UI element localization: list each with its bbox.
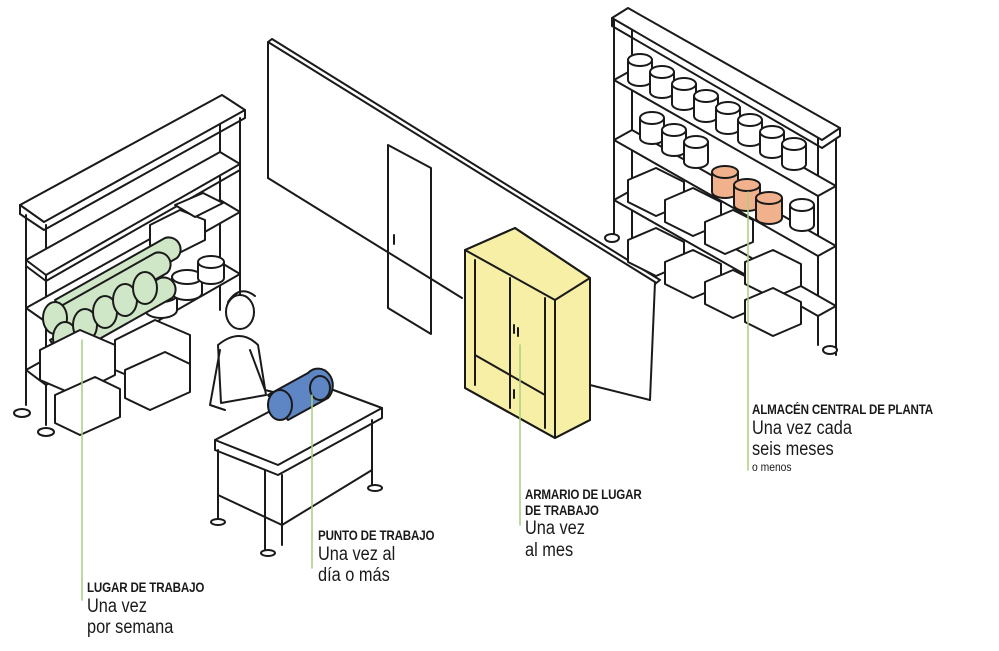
- green-rolls: [42, 236, 182, 361]
- callout-workplace-line2: por semana: [87, 617, 174, 639]
- callout-cabinet-title-2: DE TRABAJO: [525, 502, 599, 518]
- leader-lines: [81, 191, 749, 601]
- callout-workstation-title: PUNTO DE TRABAJO: [318, 528, 435, 543]
- callout-workplace-title: LUGAR DE TRABAJO: [87, 580, 205, 595]
- highlighted-barrels: [711, 165, 783, 225]
- workplace-shelf: [13, 94, 246, 437]
- callout-workstation: PUNTO DE TRABAJO Una vez al día o más: [318, 528, 453, 587]
- callout-cabinet: ARMARIO DE LUGAR DE TRABAJO Una vez al m…: [525, 487, 661, 562]
- warehouse-shelf: [604, 7, 841, 356]
- door: [387, 144, 432, 335]
- worker: [209, 290, 286, 411]
- callout-cabinet-line2: al mes: [525, 539, 574, 561]
- callout-workplace: LUGAR DE TRABAJO Una vez por semana: [87, 580, 223, 639]
- callout-workstation-line1: Una vez al: [318, 543, 396, 565]
- callout-warehouse-line2: seis meses: [752, 439, 834, 461]
- callout-warehouse: ALMACÉN CENTRAL DE PLANTA Una vez cada s…: [752, 402, 963, 475]
- callout-warehouse-line1: Una vez cada: [752, 417, 852, 439]
- callout-workplace-line1: Una vez: [87, 595, 147, 617]
- warehouse-barrels: [627, 53, 815, 232]
- partition-wall: [267, 38, 661, 401]
- callout-cabinet-title-1: ARMARIO DE LUGAR: [525, 487, 642, 502]
- callout-cabinet-line1: Una vez: [525, 518, 585, 540]
- workstation-table: [210, 384, 383, 557]
- callout-workstation-line2: día o más: [318, 565, 390, 587]
- callout-warehouse-line3: o menos: [752, 460, 792, 475]
- workstation-part: [267, 367, 334, 421]
- workplace-cabinet: [464, 227, 591, 439]
- callout-warehouse-title: ALMACÉN CENTRAL DE PLANTA: [752, 402, 934, 417]
